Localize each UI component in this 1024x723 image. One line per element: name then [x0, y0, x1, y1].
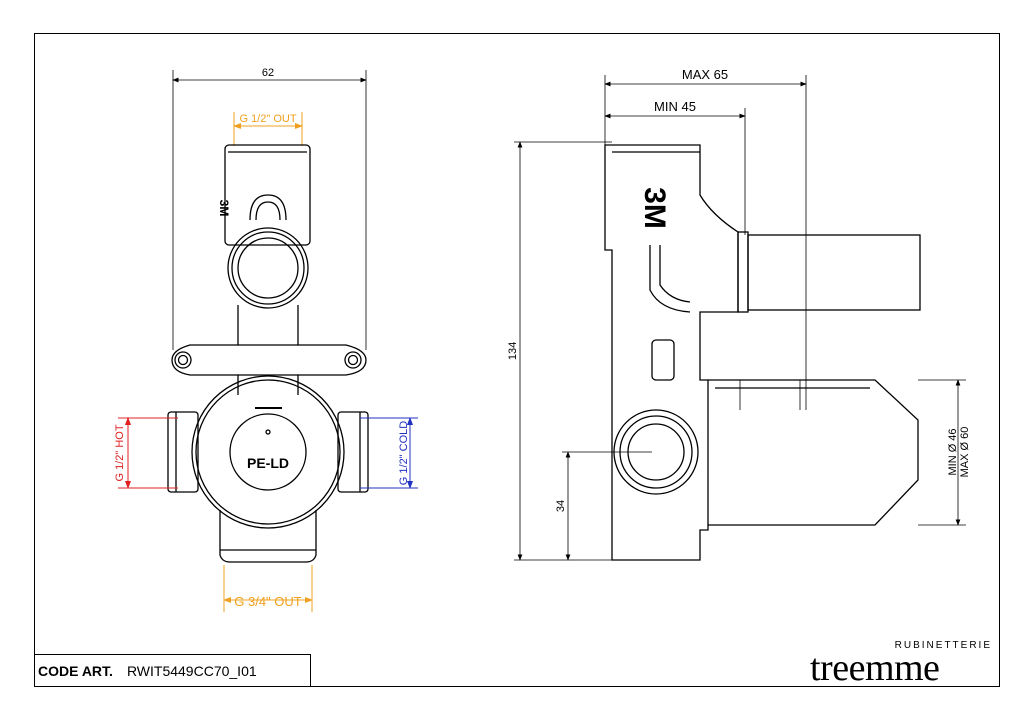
front-view [118, 70, 418, 612]
drawing-frame [34, 33, 1000, 687]
max-depth-dim: MAX 65 [682, 67, 728, 82]
brand-subtitle: RUBINETTERIE [894, 640, 992, 651]
hot-inlet-label: G 1/2" HOT [114, 424, 126, 481]
height-dim: 134 [507, 342, 519, 360]
front-width-dim: 62 [262, 67, 274, 79]
cold-inlet-label: G 1/2" COLD [398, 421, 410, 485]
side-cast-mark: 3M [638, 187, 671, 229]
side-view [514, 75, 966, 561]
code-value: RWIT5449CC70_I01 [126, 662, 257, 679]
low-dim: 34 [555, 500, 567, 512]
front-cast-mark: 3M [217, 200, 231, 217]
brand-logo: RUBINETTERIE treemme [810, 640, 996, 689]
code-label: CODE ART. [38, 662, 113, 679]
min-depth-dim: MIN 45 [654, 99, 696, 114]
max-diameter-dim: MAX Ø 60 [959, 427, 971, 478]
cap-label: PE-LD [247, 455, 289, 471]
title-block-code: CODE ART. RWIT5449CC70_I01 [34, 654, 311, 687]
bottom-outlet-label: G 3/4" OUT [234, 594, 302, 609]
brand-name: treemme [810, 647, 940, 689]
min-diameter-dim: MIN Ø 46 [947, 428, 959, 475]
top-outlet-label: G 1/2" OUT [239, 113, 296, 125]
